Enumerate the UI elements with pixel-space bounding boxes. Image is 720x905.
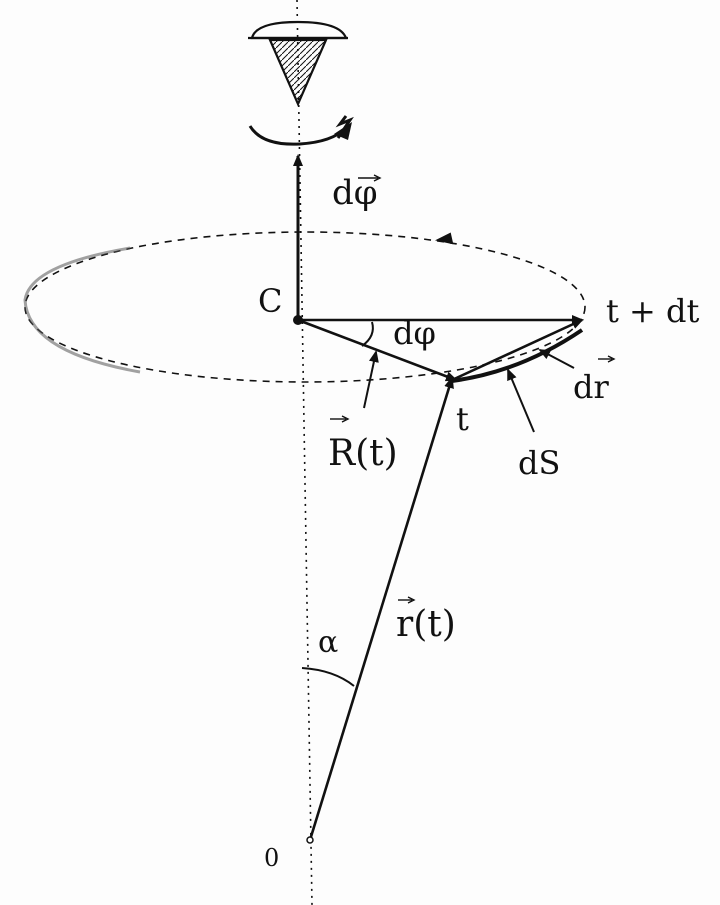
trajectory-ellipse (24, 231, 586, 383)
vector-hat-d-phi (358, 174, 382, 182)
label-t-plus-dt: t + dt (606, 292, 700, 330)
label-origin: 0 (264, 844, 279, 872)
label-alpha: α (318, 625, 338, 660)
origin-point (306, 836, 314, 844)
vector-hat-r (398, 596, 416, 604)
label-center-c: C (258, 282, 282, 320)
ds-arc (451, 328, 584, 383)
rotation-axis (296, 0, 313, 905)
label-r-t: r(t) (396, 604, 456, 645)
radius-vector-R (297, 318, 458, 382)
vector-hat-dr (598, 355, 616, 363)
leader-R (363, 350, 379, 409)
d-phi-angle-arc (361, 321, 374, 347)
label-d-phi-vector: dφ (332, 173, 378, 213)
position-vector-r (308, 376, 454, 841)
trajectory-direction-arrow (435, 232, 454, 245)
label-t: t (456, 400, 469, 438)
label-dS: dS (518, 444, 560, 482)
screw-icon (248, 20, 348, 107)
label-d-phi-angle: dφ (393, 314, 436, 352)
label-dr: dr (573, 368, 609, 406)
alpha-angle-arc (301, 667, 355, 687)
trajectory-ellipse-left-edge (23, 246, 141, 374)
dr-vector (451, 318, 584, 382)
vector-hat-R (330, 415, 350, 423)
label-R-t: R(t) (328, 433, 398, 474)
rotation-arrow-icon (248, 115, 354, 146)
leader-dr (538, 349, 575, 369)
leader-dS (507, 368, 535, 433)
